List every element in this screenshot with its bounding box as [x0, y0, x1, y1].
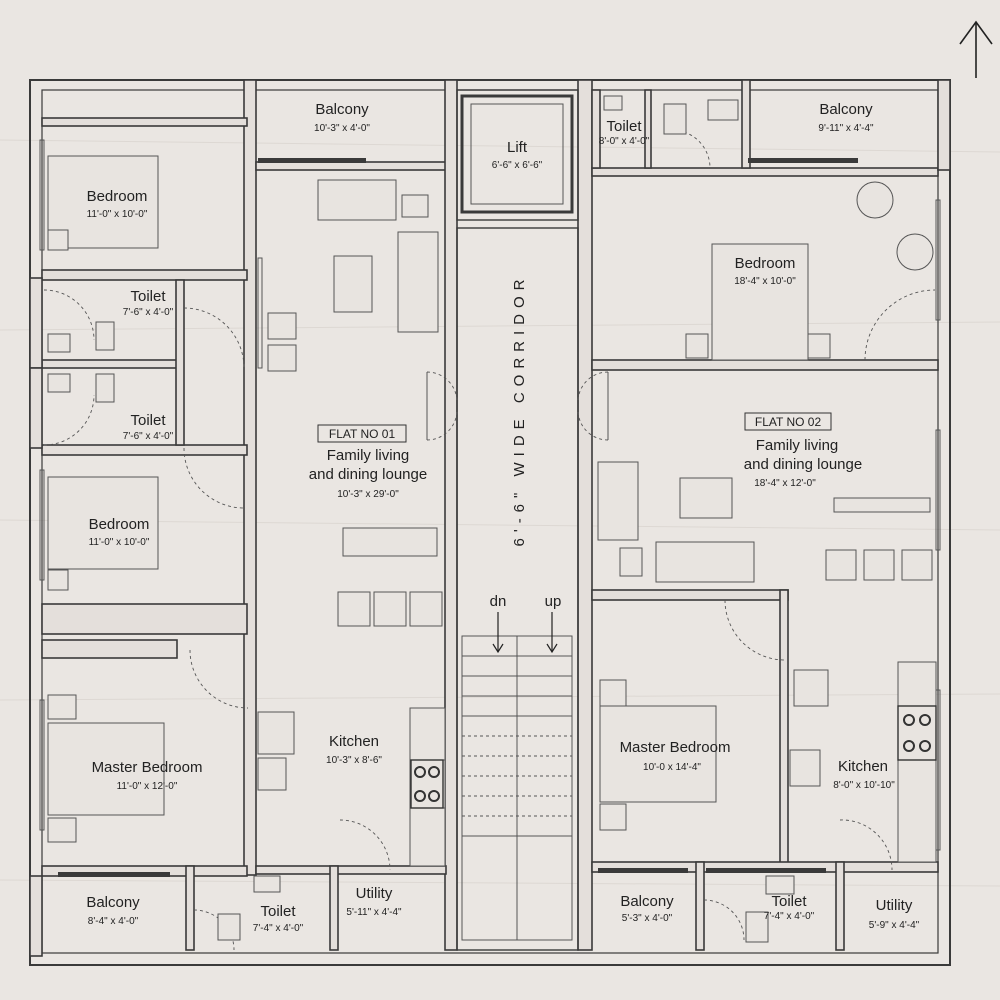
- flat-02-furniture: [597, 95, 937, 943]
- room-name: Bedroom: [89, 516, 150, 533]
- room-dim: 8'-4" x 4'-0": [88, 916, 139, 927]
- flat-02-labels: Toilet 8'-0" x 4'-0" Balcony 9'-11" x 4'…: [599, 101, 920, 931]
- room-name: Master Bedroom: [92, 759, 203, 776]
- paper-texture: [0, 139, 1000, 887]
- north-arrow-icon: [959, 20, 993, 78]
- room-name: Utility: [876, 897, 913, 914]
- room-name: Toilet: [771, 893, 807, 910]
- flat-01-labels: Balcony 10'-3" x 4'-0" Bedroom 11'-0" x …: [86, 101, 427, 934]
- room-dim: 8'-0" x 4'-0": [599, 136, 650, 147]
- stove-icon: [897, 705, 937, 761]
- room-name: Balcony: [819, 101, 873, 118]
- room-dim: 10'-0 x 14'-4": [643, 762, 701, 773]
- windows: [39, 139, 941, 877]
- corridor-doors: [426, 371, 609, 441]
- room-name: and dining lounge: [744, 456, 862, 473]
- stair-arrow-dn-icon: [492, 612, 504, 654]
- room-dim: 5'-3" x 4'-0": [622, 913, 673, 924]
- room-dim: 10'-3" x 29'-0": [337, 489, 399, 500]
- room-dim: 10'-3" x 4'-0": [314, 123, 370, 134]
- room-name: Balcony: [86, 894, 140, 911]
- room-name: Toilet: [606, 118, 642, 135]
- room-name: Balcony: [620, 893, 674, 910]
- room-name: Toilet: [130, 412, 166, 429]
- room-dim: 5'-11" x 4'-4": [346, 907, 402, 918]
- stair-arrow-up-icon: [546, 612, 558, 654]
- flat-02-walls: [591, 79, 951, 951]
- room-name: Master Bedroom: [620, 739, 731, 756]
- room-dim: 10'-3" x 8'-6": [326, 755, 382, 766]
- room-name: Toilet: [130, 288, 166, 305]
- room-dim: 8'-0" x 10'-10": [833, 780, 895, 791]
- room-dim: 7'-6" x 4'-0": [123, 307, 174, 318]
- flat-tag-box: [744, 412, 832, 431]
- lift-dim: 6'-6" x 6'-6": [492, 160, 543, 171]
- flat-tag: FLAT NO 02: [755, 415, 822, 429]
- stair-dn-label: dn: [490, 593, 507, 610]
- flat-tag-box: [317, 424, 407, 443]
- stove-icon: [410, 759, 444, 809]
- room-name: Bedroom: [87, 188, 148, 205]
- room-name: Balcony: [315, 101, 369, 118]
- corridor-core: [426, 79, 609, 951]
- room-dim: 5'-9" x 4'-4": [869, 920, 920, 931]
- room-name: Kitchen: [329, 733, 379, 750]
- room-dim: 7'-4" x 4'-0": [253, 923, 304, 934]
- corridor-label: 6'-6" WIDE CORRIDOR: [511, 273, 528, 546]
- lift-name: Lift: [507, 139, 528, 156]
- room-name: Utility: [356, 885, 393, 902]
- room-dim: 7'-4" x 4'-0": [764, 911, 815, 922]
- room-name: Bedroom: [735, 255, 796, 272]
- room-dim: 11'-0" x 10'-0": [87, 209, 148, 220]
- room-name: Toilet: [260, 903, 296, 920]
- room-dim: 7'-6" x 4'-0": [123, 431, 174, 442]
- room-dim: 11'-0" x 10'-0": [89, 537, 150, 548]
- stair: [461, 635, 573, 941]
- room-dim: 18'-4" x 12'-0": [754, 478, 816, 489]
- room-dim: 18'-4" x 10'-0": [734, 276, 796, 287]
- flat-tag: FLAT NO 01: [329, 427, 396, 441]
- room-name: Family living: [327, 447, 410, 464]
- room-name: Family living: [756, 437, 839, 454]
- room-dim: 9'-11" x 4'-4": [818, 123, 874, 134]
- room-name: Kitchen: [838, 758, 888, 775]
- room-dim: 11'-0" x 12'-0": [117, 781, 178, 792]
- core-labels: Lift 6'-6" x 6'-6" 6'-6" WIDE CORRIDOR d…: [490, 139, 562, 610]
- stair-up-label: up: [545, 593, 562, 610]
- room-name: and dining lounge: [309, 466, 427, 483]
